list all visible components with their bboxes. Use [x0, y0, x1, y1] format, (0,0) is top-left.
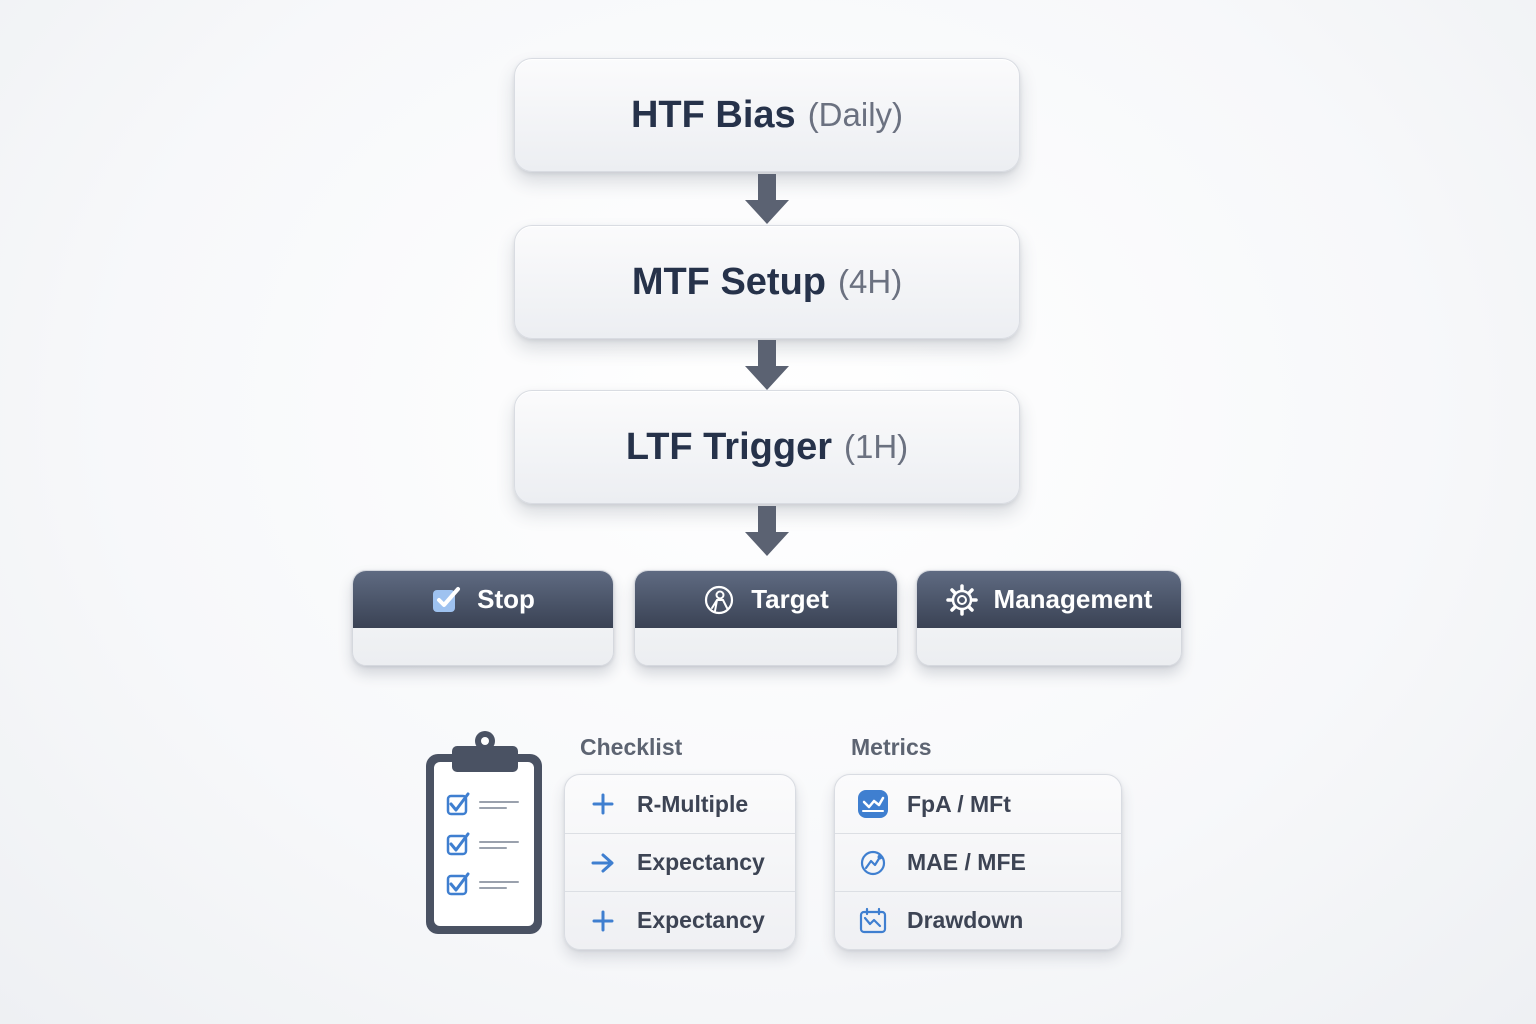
management-label: Management — [993, 584, 1153, 614]
arrow-down-icon — [745, 174, 789, 224]
list-item-label: Expectancy — [637, 849, 765, 875]
checklist-title: Checklist — [580, 734, 683, 760]
htf-bias-label: HTF Bias — [630, 93, 796, 136]
arrow-right-icon — [587, 847, 619, 879]
list-item-label: Drawdown — [907, 907, 1024, 933]
target-header: Target — [635, 571, 897, 628]
htf-bias-detail: (Daily) — [807, 96, 904, 133]
list-item-label: MAE / MFE — [907, 849, 1026, 875]
stop-label: Stop — [477, 584, 535, 614]
mtf-setup-box: MTF Setup (4H) — [514, 225, 1020, 339]
plus-icon — [587, 905, 619, 937]
checklist-card: R-Multiple Expectancy Expectancy — [564, 774, 796, 950]
clipboard-icon — [426, 731, 542, 934]
check-square-icon — [433, 586, 461, 612]
mtf-setup-label: MTF Setup — [631, 260, 827, 303]
stop-card: Stop — [352, 570, 614, 666]
list-item-label: FpA / MFt — [907, 790, 1011, 817]
arrow-down-icon — [745, 506, 789, 556]
list-item-label: R-Multiple — [637, 790, 749, 817]
stop-header: Stop — [353, 571, 613, 628]
metrics-title: Metrics — [851, 734, 932, 760]
htf-bias-box: HTF Bias (Daily) — [514, 58, 1020, 172]
target-person-icon — [705, 585, 734, 614]
analytics-icon — [857, 847, 889, 879]
target-label: Target — [751, 584, 829, 614]
metrics-card: FpA / MFt MAE / MFE Drawdown — [834, 774, 1122, 950]
mtf-setup-detail: (4H) — [838, 263, 903, 300]
gear-icon — [945, 583, 978, 616]
ltf-trigger-detail: (1H) — [844, 428, 909, 465]
list-item: Expectancy — [565, 833, 795, 891]
list-item-label: Expectancy — [637, 907, 765, 933]
target-card: Target — [634, 570, 898, 666]
arrow-down-icon — [745, 340, 789, 390]
ltf-trigger-box: LTF Trigger (1H) — [514, 390, 1020, 504]
list-item: R-Multiple — [565, 775, 795, 833]
ltf-trigger-label: LTF Trigger — [625, 425, 832, 468]
drawdown-icon — [857, 905, 889, 937]
management-card: Management — [916, 570, 1182, 666]
list-item: FpA / MFt — [835, 775, 1121, 833]
list-item: Drawdown — [835, 891, 1121, 949]
list-item: MAE / MFE — [835, 833, 1121, 891]
plus-icon — [587, 788, 619, 820]
list-item: Expectancy — [565, 891, 795, 949]
management-header: Management — [917, 571, 1181, 628]
chart-badge-icon — [857, 788, 889, 820]
